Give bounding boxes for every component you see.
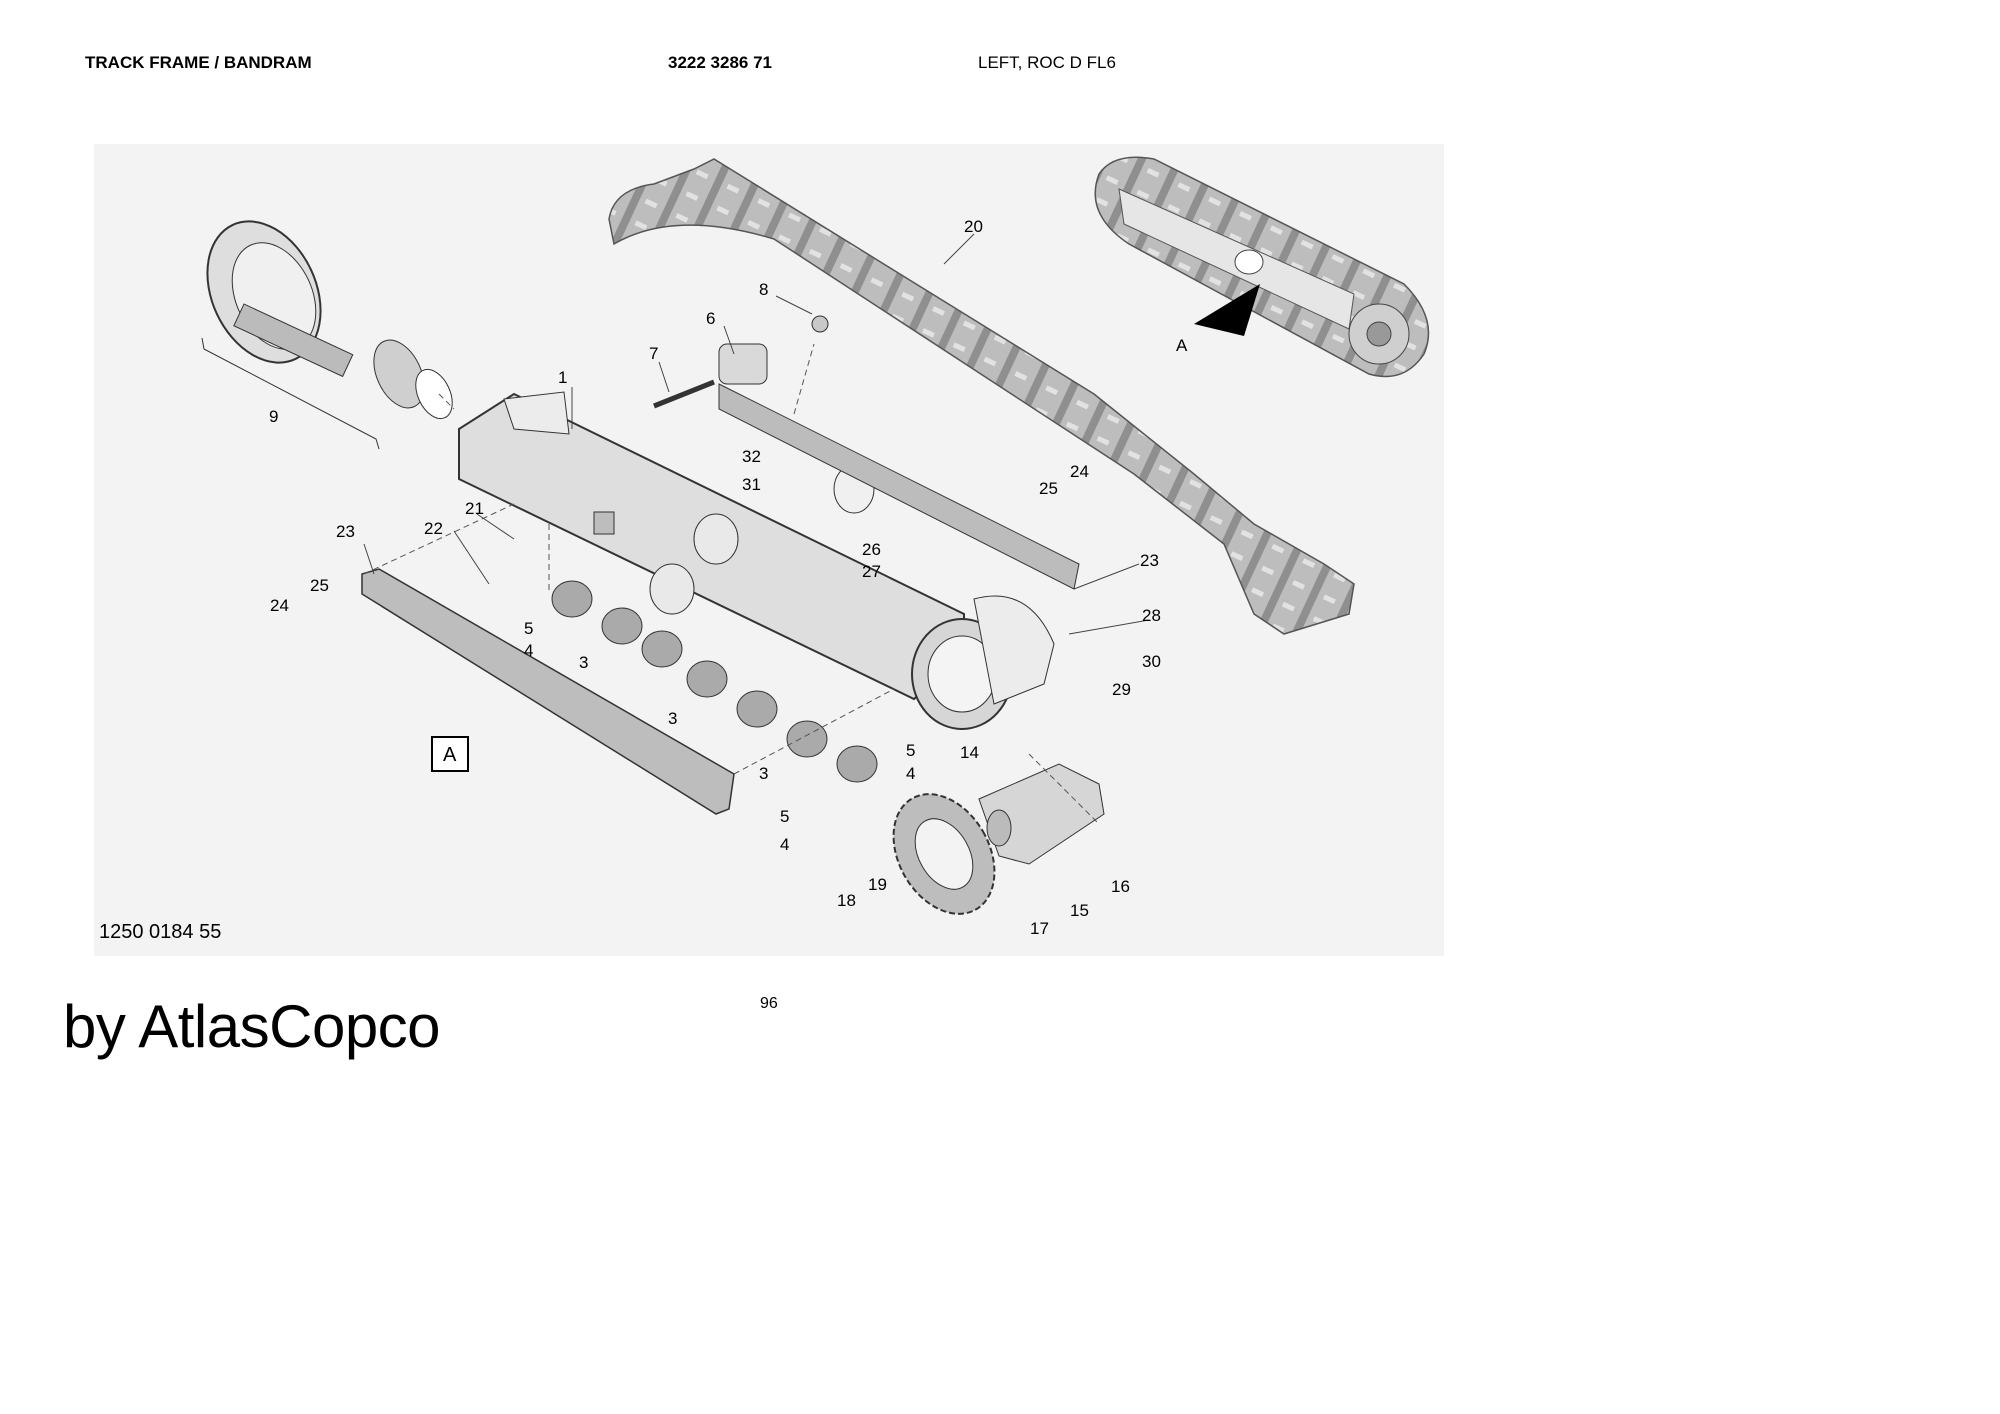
drawing-number: 1250 0184 55 bbox=[99, 921, 222, 943]
document-title: TRACK FRAME / BANDRAM bbox=[85, 53, 312, 72]
callout-1: 1 bbox=[558, 368, 567, 387]
exploded-parts-drawing: A bbox=[94, 144, 1444, 956]
callout-28: 28 bbox=[1142, 606, 1161, 625]
callout-9: 9 bbox=[269, 407, 278, 426]
callout-4: 4 bbox=[524, 641, 533, 660]
callout-6: 6 bbox=[706, 309, 715, 328]
brand-footer: by AtlasCopco bbox=[63, 993, 441, 1060]
callout-5: 5 bbox=[906, 741, 915, 760]
part-number: 3222 3286 71 bbox=[668, 53, 772, 72]
page-number: 96 bbox=[760, 995, 778, 1012]
callout-18: 18 bbox=[837, 891, 856, 910]
callout-27: 27 bbox=[862, 562, 881, 581]
callout-30: 30 bbox=[1142, 652, 1161, 671]
idler-wheel-assembly bbox=[201, 220, 453, 450]
callout-23: 23 bbox=[1140, 551, 1159, 570]
callout-23: 23 bbox=[336, 522, 355, 541]
svg-text:A: A bbox=[443, 744, 457, 766]
callout-20: 20 bbox=[964, 217, 983, 236]
callout-3: 3 bbox=[579, 653, 588, 672]
main-track-frame bbox=[458, 315, 1080, 730]
callout-15: 15 bbox=[1070, 901, 1089, 920]
callout-24: 24 bbox=[1070, 462, 1089, 481]
callout-5: 5 bbox=[780, 807, 789, 826]
callout-22: 22 bbox=[424, 519, 443, 538]
view-marker: A bbox=[431, 736, 469, 772]
callout-19: 19 bbox=[868, 875, 887, 894]
callout-14: 14 bbox=[960, 743, 979, 762]
callout-3: 3 bbox=[668, 709, 677, 728]
callout-32: 32 bbox=[742, 447, 761, 466]
callout-21: 21 bbox=[465, 499, 484, 518]
overview-view-label: A bbox=[1176, 336, 1188, 355]
callout-labels: 1 3 3 3 4 4 4 5 5 5 6 7 8 9 14 15 16 17 … bbox=[269, 217, 1161, 938]
track-chain bbox=[608, 158, 1355, 635]
drive-sprocket-and-motor bbox=[892, 763, 1105, 915]
callout-17: 17 bbox=[1030, 919, 1049, 938]
callout-3: 3 bbox=[759, 764, 768, 783]
variant-label: LEFT, ROC D FL6 bbox=[978, 53, 1116, 72]
callout-25: 25 bbox=[1039, 479, 1058, 498]
callout-8: 8 bbox=[759, 280, 768, 299]
callout-24: 24 bbox=[270, 596, 289, 615]
callout-26: 26 bbox=[862, 540, 881, 559]
callout-4: 4 bbox=[780, 835, 789, 854]
callout-29: 29 bbox=[1112, 680, 1131, 699]
overview-track-assembly: A bbox=[1094, 156, 1430, 378]
callout-5: 5 bbox=[524, 619, 533, 638]
callout-16: 16 bbox=[1111, 877, 1130, 896]
callout-31: 31 bbox=[742, 475, 761, 494]
callout-4: 4 bbox=[906, 764, 915, 783]
callout-25: 25 bbox=[310, 576, 329, 595]
lower-guide-rail bbox=[361, 568, 735, 815]
callout-7: 7 bbox=[649, 344, 658, 363]
